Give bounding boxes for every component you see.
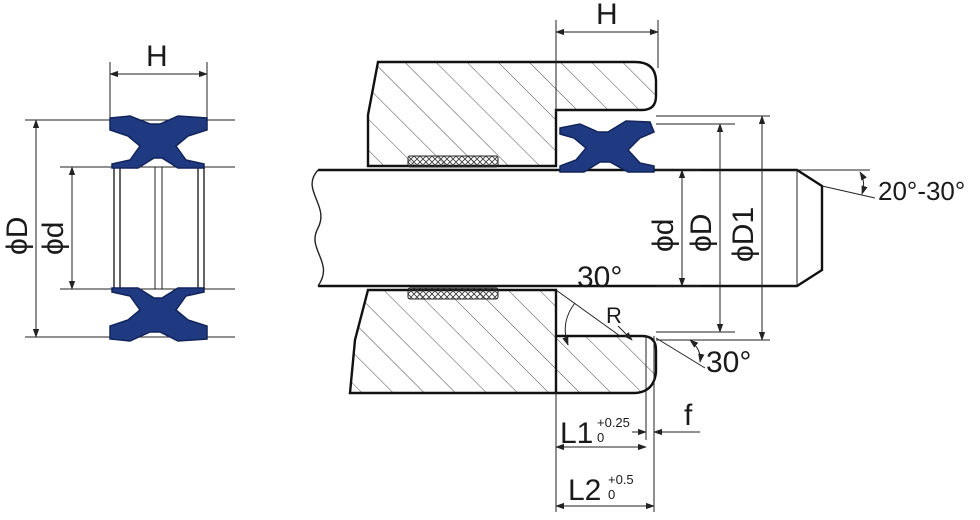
right-rod-diameter-label: ϕd (647, 219, 680, 253)
left-inner-diameter-label: ϕd (37, 222, 70, 256)
guide-ring-bottom (407, 287, 499, 300)
right-installation-view: H ϕd ϕD ϕD1 20°-30° 30° R 30° (311, 0, 965, 512)
installed-seal-profile (559, 120, 655, 173)
rod-break-line (311, 169, 325, 287)
lead-in-angle-arc (562, 302, 576, 346)
groove-angle-arc (689, 339, 705, 363)
right-groove-diameter-label: ϕD (685, 214, 718, 252)
right-h-label: H (596, 0, 618, 31)
l2-tol-upper: +0.5 (608, 472, 634, 487)
housing-bottom (348, 288, 658, 395)
l2-tol-lower: 0 (608, 487, 615, 502)
guide-ring-top (407, 155, 499, 168)
left-h-label: H (146, 40, 168, 73)
left-seal-view: H ϕD ϕd (1, 40, 235, 342)
l1-tol-lower: 0 (597, 430, 604, 445)
f-label: f (684, 399, 693, 432)
housing-top (366, 60, 658, 168)
left-seal-profile-top (109, 115, 208, 169)
left-seal-profile-bottom (109, 287, 208, 342)
l1-tol-upper: +0.25 (597, 415, 630, 430)
chamfer-angle-label: 20°-30° (878, 176, 965, 206)
chamfer-angle-leader (821, 185, 876, 199)
right-housing-diameter-label: ϕD1 (727, 207, 760, 262)
groove-angle-label: 30° (706, 346, 751, 379)
chamfer-angle-arc (859, 171, 868, 195)
l1-label: L1 (560, 417, 593, 450)
groove-angle-ref (655, 337, 706, 369)
left-outer-diameter-label: ϕD (1, 217, 34, 255)
radius-label: R (606, 303, 622, 328)
lead-in-ref (555, 289, 621, 337)
lead-in-angle-label: 30° (577, 261, 622, 294)
l2-label: L2 (568, 474, 601, 507)
radius-leader (617, 325, 633, 341)
